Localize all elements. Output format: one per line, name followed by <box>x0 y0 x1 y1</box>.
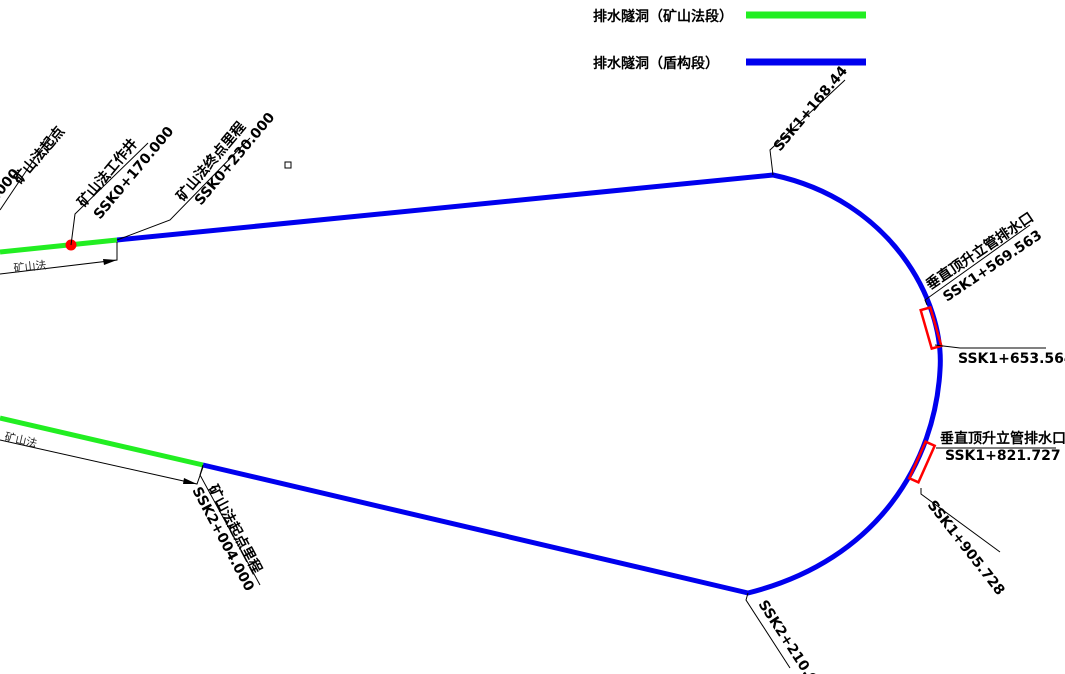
legend-blue-label: 排水隧洞（盾构段） <box>593 55 719 72</box>
label-ssk1-821: SSK1+821.727 <box>945 448 1061 464</box>
label-ssk1-653: SSK1+653.564 <box>958 351 1065 367</box>
blue-shield-section <box>116 172 943 596</box>
small-square-marker <box>284 161 292 169</box>
outlet-marker-1 <box>919 305 943 351</box>
leader-lines <box>0 79 1056 669</box>
label-vertical-outlet-2: 垂直顶升立管排水口 <box>940 430 1065 447</box>
label-ssk1-168: SSK1+168.44 <box>771 63 851 155</box>
legend: 排水隧洞（矿山法段） 排水隧洞（盾构段） <box>593 8 866 72</box>
green-section-top <box>0 237 118 255</box>
dim-text-bottom: 矿山法 <box>3 429 38 450</box>
green-section-bottom <box>0 415 204 468</box>
dim-text-top: 矿山法 <box>13 258 47 275</box>
outlet-marker-2 <box>907 440 937 484</box>
label-ssk2-210: SSK2+210.07 <box>755 597 826 674</box>
legend-green-label: 排水隧洞（矿山法段） <box>593 8 733 25</box>
